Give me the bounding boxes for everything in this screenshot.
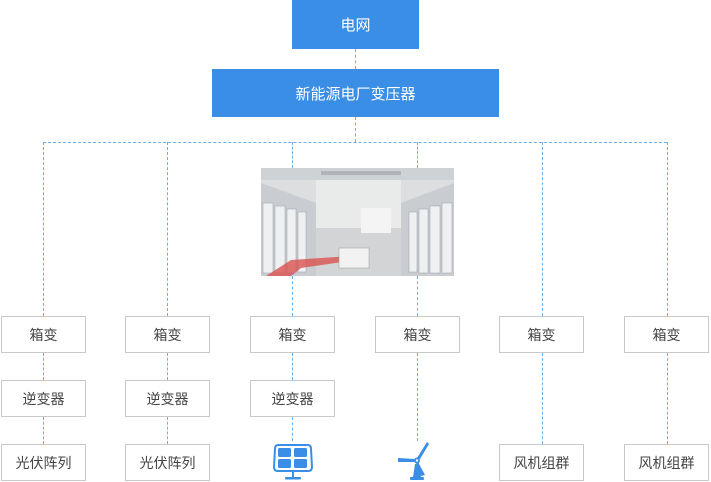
inverter-node: 逆变器	[125, 380, 210, 417]
inverter-node: 逆变器	[1, 380, 86, 417]
node-label: 光伏阵列	[139, 455, 196, 472]
pv-array-node: 光伏阵列	[1, 444, 86, 481]
node-label: 风机组群	[638, 455, 695, 472]
connector	[355, 49, 356, 69]
connector	[417, 142, 418, 168]
box-transformer-node: 箱变	[1, 316, 86, 353]
connector	[542, 353, 543, 444]
connector	[667, 353, 668, 444]
pv-array-node: 光伏阵列	[125, 444, 210, 481]
connector	[542, 142, 543, 316]
node-label: 风机组群	[513, 455, 570, 472]
connector	[292, 353, 293, 380]
grid-label: 电网	[340, 16, 371, 34]
grid-node: 电网	[292, 0, 419, 49]
node-label: 逆变器	[146, 391, 189, 408]
wind-turbine-icon	[398, 442, 429, 480]
box-transformer-node: 箱变	[624, 316, 709, 353]
node-label: 箱变	[153, 327, 182, 344]
plant-transformer-node: 新能源电厂变压器	[212, 69, 499, 117]
box-transformer-node: 箱变	[375, 316, 460, 353]
inverter-node: 逆变器	[250, 380, 335, 417]
bus-line	[43, 142, 667, 143]
connector	[417, 276, 418, 316]
wind-farm-node: 风机组群	[624, 444, 709, 481]
connector	[167, 353, 168, 380]
connector	[292, 417, 293, 441]
node-label: 箱变	[29, 327, 58, 344]
connector	[292, 142, 293, 168]
connector	[43, 353, 44, 380]
node-label: 箱变	[403, 327, 432, 344]
node-label: 逆变器	[271, 391, 314, 408]
connector	[167, 417, 168, 444]
connector	[43, 417, 44, 444]
connector	[43, 142, 44, 316]
box-transformer-node: 箱变	[250, 316, 335, 353]
connector	[417, 353, 418, 441]
connector	[167, 142, 168, 316]
wind-farm-node: 风机组群	[499, 444, 584, 481]
box-transformer-node: 箱变	[499, 316, 584, 353]
plant-transformer-label: 新能源电厂变压器	[295, 84, 416, 103]
box-transformer-node: 箱变	[125, 316, 210, 353]
connector	[292, 276, 293, 316]
switchgear-room-photo	[261, 168, 454, 276]
node-label: 逆变器	[22, 391, 65, 408]
node-label: 箱变	[278, 327, 307, 344]
solar-panel-icon	[272, 444, 314, 480]
connector	[667, 142, 668, 316]
node-label: 箱变	[652, 327, 681, 344]
connector	[355, 117, 356, 142]
node-label: 箱变	[527, 327, 556, 344]
node-label: 光伏阵列	[15, 455, 72, 472]
